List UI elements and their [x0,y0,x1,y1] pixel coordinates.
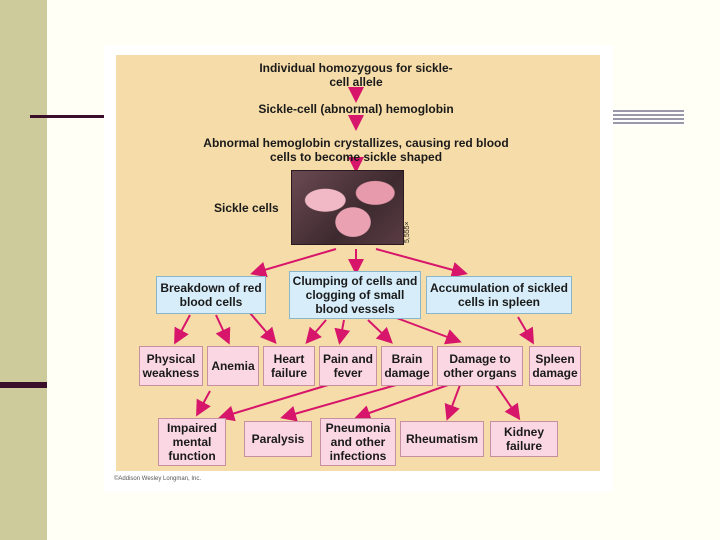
arrow-breakdown-to-weakness [174,314,191,345]
node-damage-other: Damage to other organs [437,346,523,386]
arrow-clumping-to-pain [334,319,351,345]
arrow-breakdown-to-heart [249,312,277,345]
node-anemia: Anemia [207,346,259,386]
sidebar-accent-line [0,382,47,388]
title-divider-stripes [612,110,684,126]
arrow-breakdown-to-anemia [215,314,231,345]
slide-sidebar [0,0,47,540]
node-rheumatism: Rheumatism [400,421,484,457]
arrow-clumping-to-damage [393,316,462,345]
node-paralysis: Paralysis [244,421,312,457]
sickle-cell-diagram: Individual homozygous for sickle-cell al… [104,45,613,492]
node-brain-damage: Brain damage [381,346,433,386]
arrow-to-accumulation [375,248,468,278]
node-crystallizes: Abnormal hemoglobin crystallizes, causin… [203,136,509,164]
arrow-weakness-to-impaired [196,390,211,417]
arrow-to-impaired-2 [218,384,329,422]
arrows-layer [174,87,535,422]
node-pneumonia: Pneumonia and other infections [320,418,396,466]
node-breakdown: Breakdown of red blood cells [156,276,266,314]
node-hemoglobin: Sickle-cell (abnormal) hemoglobin [258,102,454,116]
magnification-label: 5,555× [404,221,411,243]
node-kidney: Kidney failure [490,421,558,457]
arrow-clumping-to-brain [367,319,393,344]
node-sickle-cells-label: Sickle cells [214,201,279,215]
arrow-to-breakdown [250,248,337,278]
arrow-clumping-to-heart [305,319,327,345]
node-start: Individual homozygous for sickle-cell al… [259,61,453,89]
arrow-to-rheumatism [444,384,461,421]
sickle-cell-micrograph [291,170,404,245]
node-impaired: Impaired mental function [158,418,226,466]
arrow-to-kidney [495,384,521,421]
node-clumping: Clumping of cells and clogging of small … [289,271,421,319]
node-pain-fever: Pain and fever [319,346,377,386]
copyright-credit: ©Addison Wesley Longman, Inc. [114,476,202,482]
node-heart-failure: Heart failure [263,346,315,386]
title-divider-left [30,115,110,118]
node-spleen-damage: Spleen damage [529,346,581,386]
node-physical-weakness: Physical weakness [139,346,203,386]
node-accumulation: Accumulation of sickled cells in spleen [426,276,572,314]
arrow-accumulation-to-spleen [517,316,535,345]
arrow-to-pneumonia [354,384,449,421]
arrow-to-paralysis [280,384,397,422]
